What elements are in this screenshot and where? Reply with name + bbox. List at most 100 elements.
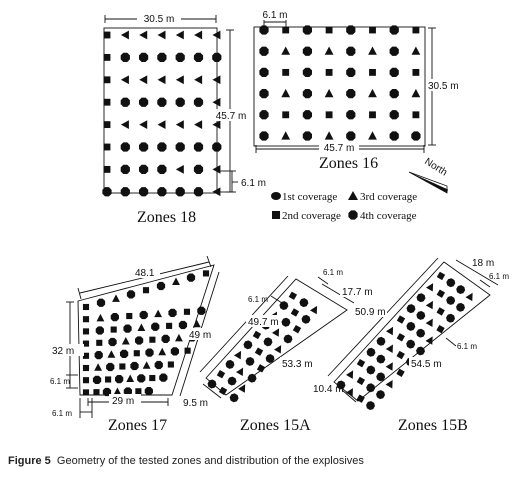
zone-17-spacing-label-a: 6.1 m	[50, 377, 70, 386]
zone-15a-width-label: 17.7 m	[342, 287, 373, 298]
zone-18-width-label: 30.5 m	[144, 14, 175, 25]
octagon-marker	[302, 67, 313, 78]
square-marker	[103, 98, 111, 106]
octagon-marker	[193, 142, 204, 152]
octagon-marker	[168, 308, 177, 317]
octagon-marker	[259, 88, 269, 99]
triangle-marker	[157, 120, 166, 129]
square-marker	[436, 324, 445, 334]
square-marker	[103, 121, 111, 129]
zone-18-spacing-label: 6.1 m	[241, 178, 266, 189]
octagon-marker	[96, 298, 106, 307]
octagon-marker	[197, 306, 206, 315]
square-marker	[105, 376, 112, 383]
triangle-marker	[385, 326, 394, 336]
square-marker	[356, 394, 365, 403]
square-marker	[256, 364, 266, 373]
triangle-marker	[157, 75, 166, 85]
triangle-marker	[120, 120, 129, 129]
octagon-marker	[138, 187, 149, 197]
octagon-marker	[134, 336, 144, 345]
octagon-marker	[170, 347, 180, 356]
square-marker	[254, 347, 264, 356]
square-marker	[412, 111, 420, 119]
north-arrow: North	[408, 156, 449, 194]
octagon-marker	[302, 25, 313, 35]
octagon-marker	[157, 164, 167, 175]
zone-15a-left-spacing-label: 6.1 m	[248, 295, 268, 304]
octagon-marker	[175, 142, 185, 152]
zone-17-diagram: 48.1 49 m 32 m 6.1 m 29 m 6.1 m Zones 17	[50, 255, 220, 434]
zone-18-diagram: 30.5 m 45.7 m 6.1 m Zones 18	[102, 12, 266, 226]
octagon-marker	[259, 110, 269, 120]
square-marker	[356, 358, 366, 368]
triangle-marker	[236, 367, 244, 377]
zone-15a-markers	[206, 291, 318, 404]
square-marker	[436, 307, 445, 316]
square-marker	[369, 68, 376, 76]
octagon-marker	[389, 67, 399, 78]
octagon-marker	[262, 336, 274, 348]
figure-caption-text: Geometry of the tested zones and distrib…	[56, 455, 364, 467]
square-marker	[82, 389, 90, 396]
triangle-marker	[154, 309, 163, 318]
legend-1st-label: 1st coverage	[282, 191, 337, 203]
octagon-marker	[346, 110, 356, 120]
square-marker	[149, 374, 156, 382]
octagon-marker	[346, 131, 356, 141]
zone-16-title: Zones 16	[319, 155, 378, 172]
triangle-marker	[139, 75, 148, 85]
octagon-marker	[280, 316, 292, 328]
octagon-marker	[365, 346, 377, 358]
octagon-marker	[120, 164, 130, 175]
square-marker	[216, 370, 226, 379]
legend-4th-label: 4th coverage	[360, 210, 417, 222]
octagon-marker	[298, 296, 310, 309]
triangle-marker	[271, 328, 280, 337]
zone-15b-title: Zones 15B	[398, 417, 468, 434]
octagon-marker	[389, 131, 399, 141]
octagon-marker	[120, 97, 130, 107]
square-marker	[282, 68, 290, 76]
zone-17-outline	[77, 264, 215, 396]
zone-18-length-label: 45.7 m	[216, 111, 247, 122]
zone-15b-width-label: 18 m	[472, 258, 494, 269]
octagon-marker	[175, 97, 185, 107]
octagon-marker	[411, 131, 421, 141]
square-marker	[142, 287, 150, 294]
square-marker	[119, 363, 126, 370]
triangle-marker	[194, 75, 203, 85]
triangle-marker	[368, 131, 377, 140]
triangle-marker	[345, 388, 353, 397]
octagon-marker	[389, 88, 399, 99]
triangle-marker	[385, 344, 393, 353]
octagon-marker	[224, 358, 236, 371]
octagon-marker	[157, 52, 167, 63]
square-marker	[290, 308, 300, 317]
square-marker	[282, 111, 290, 119]
octagon-marker	[151, 322, 160, 331]
zone-15b-spacing-label-b: 6.1 m	[457, 342, 477, 351]
square-marker	[184, 347, 191, 354]
triangle-marker	[281, 88, 291, 98]
triangle-marker	[385, 362, 393, 371]
octagon-marker	[119, 349, 129, 359]
square-marker	[369, 111, 376, 119]
square-marker	[166, 322, 173, 329]
triangle-marker	[425, 318, 433, 328]
triangle-marker	[175, 30, 184, 40]
octagon-marker	[264, 352, 276, 365]
zone-15b-inner-length-label: 54.5 m	[411, 359, 442, 370]
zone-17-markers	[82, 270, 210, 397]
triangle-marker	[425, 283, 434, 292]
triangle-marker	[175, 75, 184, 85]
octagon-marker	[175, 187, 185, 197]
square-marker	[292, 324, 302, 334]
triangle-marker	[107, 350, 116, 358]
triangle-marker	[212, 187, 221, 197]
octagon-marker	[405, 302, 417, 315]
square-marker	[82, 340, 90, 347]
octagon-marker	[157, 97, 167, 107]
octagon-marker	[302, 46, 313, 56]
